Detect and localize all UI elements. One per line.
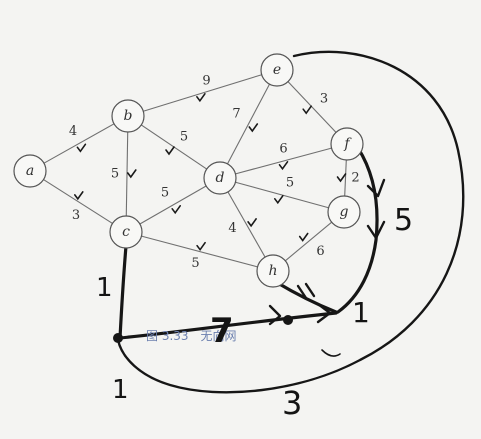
check-mark-b-e	[196, 93, 206, 103]
ink-arrow-bottom	[268, 304, 282, 326]
edge-d-e	[226, 83, 271, 165]
node-circle-c	[109, 215, 143, 249]
node-a: a	[13, 154, 47, 188]
edge-d-f	[235, 147, 332, 175]
hand-number-right-low: 1	[352, 296, 370, 329]
node-d: d	[203, 161, 237, 195]
figure-caption: 图 3.33 无向网	[146, 328, 237, 343]
weight-b-d: 5	[180, 130, 188, 145]
check-mark-c-h	[196, 241, 206, 252]
hand-number-middle: 7	[210, 311, 234, 351]
check-mark-b-c	[127, 169, 137, 179]
edge-b-c	[125, 131, 129, 217]
hand-number-right-mid: 5	[394, 203, 413, 238]
check-mark-f-g	[336, 173, 347, 183]
edge-c-d	[139, 185, 207, 225]
edge-d-h	[227, 191, 266, 258]
node-f: f	[330, 127, 364, 161]
node-label-h: h	[268, 263, 277, 279]
check-mark-b-d	[165, 146, 175, 156]
edge-g-h	[284, 221, 333, 262]
node-circle-g	[327, 195, 361, 229]
node-label-e: e	[273, 62, 281, 78]
node-label-a: a	[26, 163, 34, 179]
node-circle-f	[330, 127, 364, 161]
check-mark-d-e	[248, 123, 259, 133]
node-circle-a	[13, 154, 47, 188]
graph-nodes: a b c d e f g h	[13, 53, 364, 288]
node-circle-h	[256, 254, 290, 288]
edge-e-f	[287, 81, 337, 133]
node-h: h	[256, 254, 290, 288]
hand-number-bottom-left: 1	[112, 375, 129, 405]
weight-c-h: 5	[191, 256, 199, 271]
edge-a-c	[43, 179, 113, 224]
weight-a-c: 3	[72, 208, 80, 223]
ink-hatch-1	[296, 284, 308, 300]
node-label-c: c	[122, 224, 130, 240]
weight-d-e: 7	[232, 107, 240, 122]
node-e: e	[260, 53, 294, 87]
check-mark-d-f	[278, 161, 289, 171]
hand-number-bottom: 3	[282, 384, 302, 422]
edge-d-g	[235, 181, 329, 209]
node-g: g	[327, 195, 361, 229]
weight-a-b: 4	[69, 124, 77, 139]
ink-hatch-2	[304, 282, 316, 298]
weight-b-c: 5	[111, 167, 119, 182]
ink-bottom-horizontal	[118, 311, 338, 340]
node-circle-d	[203, 161, 237, 195]
ink-curve-tick	[321, 349, 341, 357]
edge-weights: 4 3 9 5 5 5 5 7 6 5 4 3 2 6	[69, 74, 360, 272]
handwritten-numbers: 1 1 7 5 1 3	[96, 203, 413, 422]
check-mark-e-f	[302, 105, 312, 115]
edge-c-h	[141, 235, 258, 268]
node-circle-e	[260, 53, 294, 87]
check-mark-d-g	[274, 195, 284, 205]
check-mark-a-c	[74, 191, 84, 201]
node-label-b: b	[124, 108, 133, 124]
node-label-d: d	[216, 170, 225, 186]
handwritten-annotations	[113, 50, 465, 394]
check-mark-d-h	[247, 218, 257, 228]
weight-d-f: 6	[279, 142, 287, 157]
ink-outer-loop	[116, 50, 465, 394]
weight-e-f: 3	[320, 92, 328, 107]
node-circle-b	[111, 99, 145, 133]
edge-b-e	[143, 74, 262, 112]
weight-g-h: 6	[316, 244, 324, 259]
ink-c-down	[118, 244, 128, 340]
ink-arrow-right-1	[366, 178, 386, 198]
node-label-g: g	[340, 204, 349, 220]
ink-dot-corner	[113, 333, 123, 343]
hand-number-left: 1	[96, 273, 113, 303]
ink-f-down	[336, 146, 379, 314]
weight-b-e: 9	[202, 74, 210, 89]
edge-check-marks	[74, 93, 347, 252]
check-mark-g-h	[298, 232, 309, 242]
weight-d-h: 4	[228, 221, 236, 236]
check-mark-a-b	[76, 143, 87, 153]
edge-f-g	[344, 159, 347, 197]
edge-a-b	[43, 123, 115, 164]
ink-arrow-bottom-2	[316, 302, 332, 324]
ink-arrow-right-2	[366, 220, 386, 240]
weight-c-d: 5	[161, 186, 169, 201]
ink-dot-bottom	[283, 315, 293, 325]
node-label-f: f	[343, 136, 352, 152]
node-b: b	[111, 99, 145, 133]
check-mark-c-d	[171, 205, 181, 215]
node-c: c	[109, 215, 143, 249]
weight-d-g: 5	[286, 176, 294, 191]
weight-f-g: 2	[351, 171, 359, 186]
